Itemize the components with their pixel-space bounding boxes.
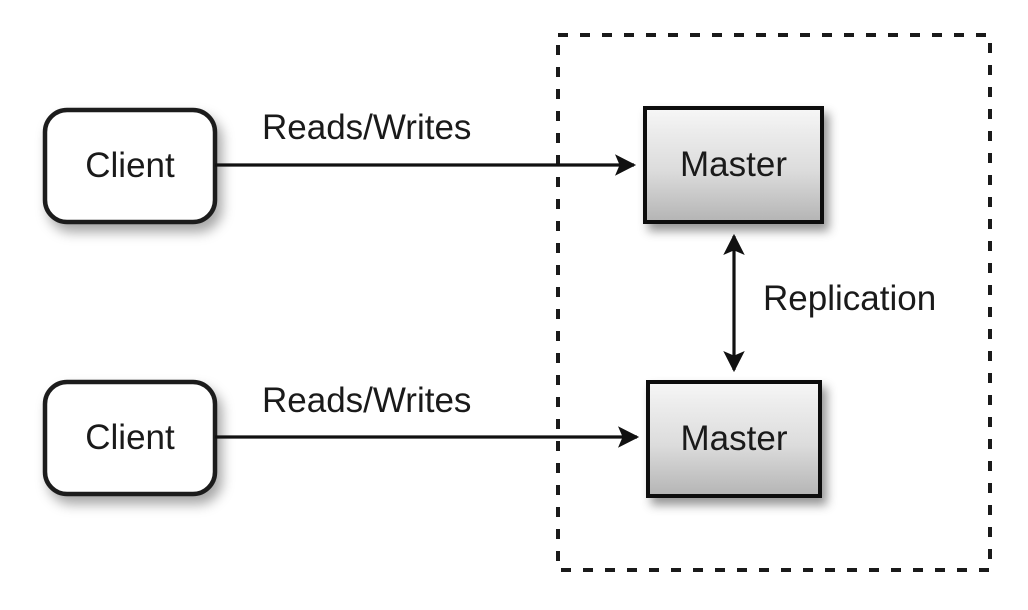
edge-label-reads-writes-top: Reads/Writes	[262, 108, 472, 147]
edge-label-reads-writes-bottom: Reads/Writes	[262, 381, 472, 420]
master-top-shape	[643, 106, 824, 224]
client-top-shape	[42, 107, 218, 225]
node-master-bottom[interactable]	[646, 380, 822, 498]
node-client-bottom[interactable]	[42, 379, 218, 497]
master-bottom-shape	[646, 380, 822, 498]
client-bottom-shape	[42, 379, 218, 497]
edge-label-replication: Replication	[763, 279, 937, 318]
node-master-top[interactable]	[643, 106, 824, 224]
node-client-top[interactable]	[42, 107, 218, 225]
